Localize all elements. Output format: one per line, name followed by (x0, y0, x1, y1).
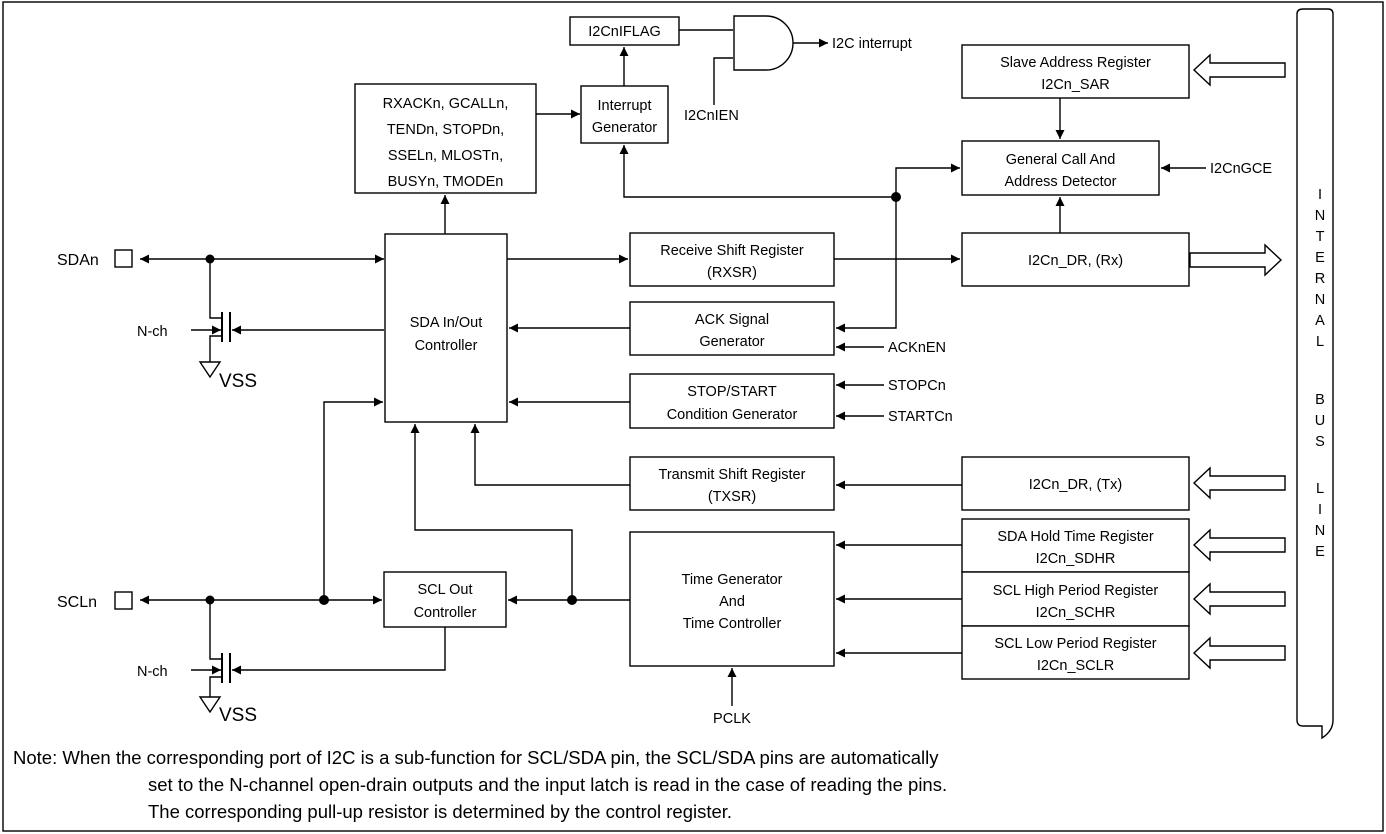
status-line: TENDn, STOPDn, (387, 122, 504, 138)
internal-bus-line (1296, 8, 1334, 740)
interrupt-output-label: I2C interrupt (832, 36, 912, 52)
note-line-3: The corresponding pull-up resistor is de… (148, 801, 733, 822)
nch-label-bottom: N-ch (137, 664, 168, 680)
bus-letter: N (1315, 208, 1325, 224)
time-gen-label: And (719, 594, 745, 610)
status-line: RXACKn, GCALLn, (383, 96, 509, 112)
sar-label: I2Cn_SAR (1041, 77, 1110, 93)
sclr-label: I2Cn_SCLR (1037, 658, 1114, 674)
sclr-label: SCL Low Period Register (994, 636, 1156, 652)
note-line-2: set to the N-channel open-drain outputs … (148, 774, 948, 795)
pclk-label: PCLK (713, 711, 751, 727)
wires (140, 29, 1206, 714)
vss-label-bottom: VSS (219, 705, 257, 726)
interrupt-generator-block: Interrupt Generator (580, 85, 669, 144)
bus-letter: I (1318, 502, 1322, 518)
status-flags-block: RXACKn, GCALLn, TENDn, STOPDn, SSELn, ML… (354, 83, 537, 194)
status-line: SSELn, MLOSTn, (388, 148, 503, 164)
nch-label-top: N-ch (137, 324, 168, 340)
and-gate (733, 15, 794, 71)
bus-letter: E (1315, 250, 1325, 266)
bus-arrow-sdhr (1192, 528, 1286, 562)
sclr-block: SCL Low Period Register I2Cn_SCLR (961, 625, 1190, 680)
ack-label: Generator (699, 334, 764, 350)
scl-pin (114, 591, 133, 610)
bus-letter: A (1315, 313, 1325, 329)
bus-letter: I (1318, 187, 1322, 203)
sar-label: Slave Address Register (1000, 55, 1151, 71)
bus-arrow-sclr (1192, 636, 1286, 670)
bus-letter: R (1315, 271, 1325, 287)
startc-label: STARTCn (888, 409, 953, 425)
bus-arrow-schr (1192, 582, 1286, 616)
bus-letter: E (1315, 544, 1325, 560)
sar-block: Slave Address Register I2Cn_SAR (961, 44, 1190, 99)
flag-block: I2CnIFLAG (569, 16, 680, 46)
txsr-label: (TXSR) (708, 489, 756, 505)
dr-rx-block: I2Cn_DR, (Rx) (961, 232, 1190, 287)
time-gen-label: Time Generator (682, 572, 783, 588)
schr-label: I2Cn_SCHR (1036, 605, 1116, 621)
sda-controller-block: SDA In/Out Controller (384, 233, 508, 423)
footnote: Note: When the corresponding port of I2C… (13, 744, 947, 825)
bus-letter: L (1316, 334, 1324, 350)
bus-arrow-sar (1192, 53, 1286, 87)
gca-label: Address Detector (1004, 174, 1116, 190)
dr-tx-label: I2Cn_DR, (Tx) (1029, 477, 1122, 493)
bus-letter: N (1315, 292, 1325, 308)
ack-label: ACK Signal (695, 312, 769, 328)
bus-arrow-dr-rx (1189, 243, 1283, 277)
sdhr-label: I2Cn_SDHR (1036, 551, 1116, 567)
rxsr-block: Receive Shift Register (RXSR) (629, 232, 835, 287)
general-call-block: General Call And Address Detector (961, 140, 1160, 196)
time-gen-label: Time Controller (683, 616, 782, 632)
gca-label: General Call And (1006, 152, 1116, 168)
bus-letters: I N T E R N A L B U S L I N E (1315, 187, 1325, 560)
sda-ctrl-label: Controller (415, 338, 478, 354)
sda-ctrl-label: SDA In/Out (410, 315, 483, 331)
txsr-block: Transmit Shift Register (TXSR) (629, 456, 835, 511)
rxsr-label: (RXSR) (707, 265, 757, 281)
bus-arrow-dr-tx (1192, 466, 1286, 500)
scl-ctrl-label: SCL Out (417, 582, 472, 598)
bus-arrows (1189, 53, 1286, 670)
schr-label: SCL High Period Register (993, 583, 1159, 599)
ien-label: I2CnIEN (684, 108, 739, 124)
stopstart-label: Condition Generator (667, 407, 798, 423)
scl-ctrl-label: Controller (414, 605, 477, 621)
stop-start-block: STOP/START Condition Generator (629, 373, 835, 429)
bus-letter: U (1315, 413, 1325, 429)
gce-label: I2CnGCE (1210, 161, 1272, 177)
sdhr-block: SDA Hold Time Register I2Cn_SDHR (961, 518, 1190, 573)
bus-letter: T (1316, 229, 1325, 245)
dr-tx-block: I2Cn_DR, (Tx) (961, 456, 1190, 511)
time-generator-block: Time Generator And Time Controller (629, 531, 835, 667)
status-line: BUSYn, TMODEn (388, 174, 504, 190)
sda-pin-label: SDAn (57, 252, 99, 269)
txsr-label: Transmit Shift Register (659, 467, 806, 483)
interrupt-gen-label: Generator (592, 120, 657, 136)
schr-block: SCL High Period Register I2Cn_SCHR (961, 571, 1190, 627)
bus-letter: S (1315, 434, 1325, 450)
rxsr-label: Receive Shift Register (660, 243, 804, 259)
scl-pin-label: SCLn (57, 594, 97, 611)
bus-letter: N (1315, 523, 1325, 539)
sda-pin (114, 249, 133, 268)
vss-label-top: VSS (219, 371, 257, 392)
dr-rx-label: I2Cn_DR, (Rx) (1028, 253, 1123, 269)
acken-label: ACKnEN (888, 340, 946, 356)
ack-generator-block: ACK Signal Generator (629, 301, 835, 356)
note-line-1: Note: When the corresponding port of I2C… (13, 747, 939, 768)
scl-controller-block: SCL Out Controller (383, 571, 507, 628)
bus-letter: B (1315, 392, 1325, 408)
stopstart-label: STOP/START (687, 384, 777, 400)
bus-letter: L (1316, 481, 1324, 497)
interrupt-gen-label: Interrupt (598, 98, 652, 114)
sdhr-label: SDA Hold Time Register (997, 529, 1154, 545)
flag-label: I2CnIFLAG (588, 24, 661, 40)
stopc-label: STOPCn (888, 378, 946, 394)
